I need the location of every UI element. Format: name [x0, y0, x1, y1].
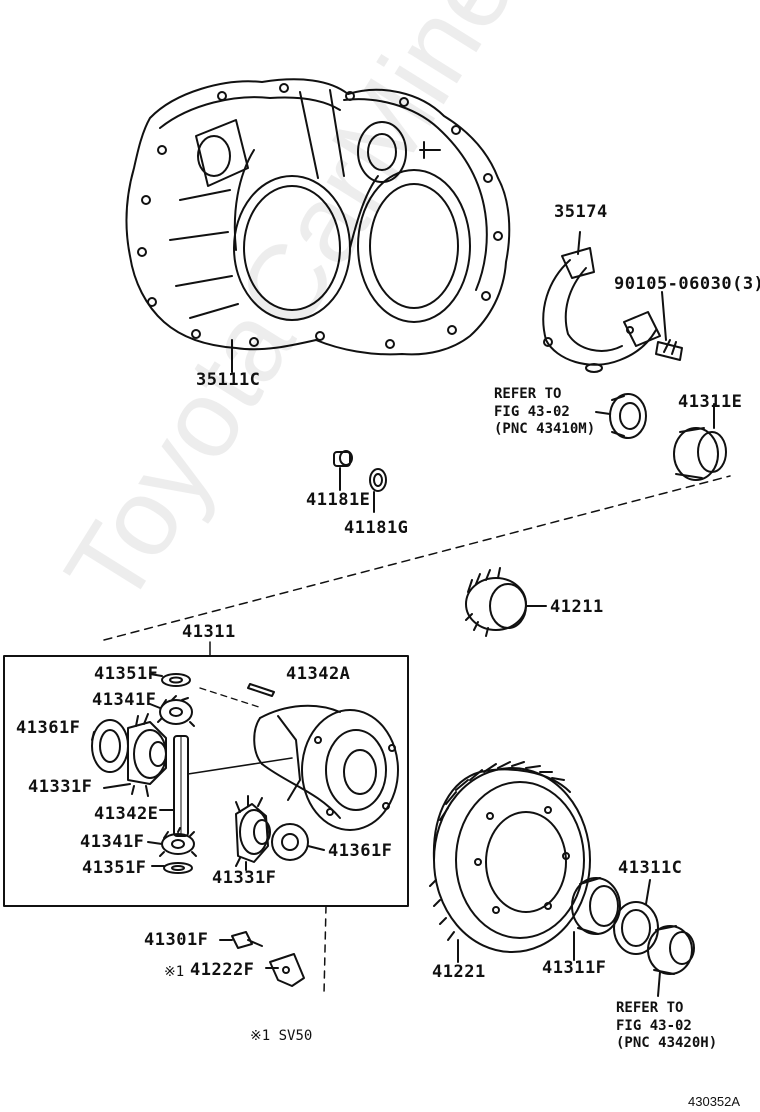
label-41342E[interactable]: 41342E [94, 804, 159, 824]
label-41351F-upper[interactable]: 41351F [94, 664, 159, 684]
footnote-mark: ※1 [164, 964, 185, 980]
label-35111C[interactable]: 35111C [196, 370, 261, 390]
washer-41361F-right-drawing [271, 823, 325, 861]
shim-41311C-drawing [613, 879, 659, 955]
label-90105-06030[interactable]: 90105-06030(3) [614, 274, 760, 294]
label-41311F[interactable]: 41311F [542, 958, 607, 978]
washer-41351F-upper-drawing [149, 673, 191, 687]
pinion-41341F-upper-drawing [149, 695, 195, 727]
label-41331F-right[interactable]: 41331F [212, 868, 277, 888]
side-gear-41331F-right-drawing [235, 795, 271, 871]
label-41181G[interactable]: 41181G [344, 518, 409, 538]
bolt-90105-drawing [655, 291, 683, 361]
footnote-sv50: ※1 SV50 [250, 1028, 313, 1044]
label-41341F-lower[interactable]: 41341F [80, 832, 145, 852]
bearing-41311E-drawing [673, 403, 727, 481]
label-35174[interactable]: 35174 [554, 202, 608, 222]
internal-dashed-line [199, 687, 263, 709]
bearing-41311F-drawing [571, 877, 621, 961]
shaft-41342E-drawing [159, 735, 189, 837]
refer-note-bottom: REFER TO FIG 43-02 (PNC 43420H) [616, 1000, 718, 1051]
transaxle-housing-drawing [125, 78, 511, 373]
label-41301F[interactable]: 41301F [144, 930, 209, 950]
side-gear-41331F-left-drawing [103, 713, 167, 797]
label-41351F-lower[interactable]: 41351F [82, 858, 147, 878]
label-41211[interactable]: 41211 [550, 597, 604, 617]
label-41342A[interactable]: 41342A [286, 664, 351, 684]
diff-case-group-box [3, 655, 409, 907]
axis-line-upper [103, 475, 731, 641]
washer-41351F-lower-drawing [151, 862, 193, 874]
label-41311E[interactable]: 41311E [678, 392, 743, 412]
diff-case-drawing [253, 704, 399, 831]
lock-plate-41222F-drawing [265, 953, 305, 987]
plate-35174-drawing [542, 231, 661, 373]
washer-41361F-left-drawing [91, 719, 129, 773]
internal-line [187, 757, 293, 775]
label-41221[interactable]: 41221 [432, 962, 486, 982]
label-41331F-left[interactable]: 41331F [28, 777, 93, 797]
plug-41181E-drawing [333, 450, 353, 491]
pin-41342A-drawing [247, 683, 275, 697]
ring-gear-41221-drawing [429, 761, 591, 963]
pinion-41341F-lower-drawing [147, 827, 197, 857]
gear-41211-drawing [465, 567, 547, 637]
washer-41181G-drawing [369, 468, 387, 513]
label-41311C[interactable]: 41311C [618, 858, 683, 878]
label-41361F-left[interactable]: 41361F [16, 718, 81, 738]
label-41311[interactable]: 41311 [182, 622, 236, 642]
label-41222F[interactable]: 41222F [190, 960, 255, 980]
refer-note-top: REFER TO FIG 43-02 (PNC 43410M) [494, 386, 596, 437]
bolt-41301F-drawing [219, 931, 263, 949]
label-41341F-upper[interactable]: 41341F [92, 690, 157, 710]
axis-line-lower [323, 905, 327, 995]
oil-seal-bottom-drawing [647, 925, 695, 997]
diagram-code: 430352A [688, 1094, 741, 1109]
oil-seal-top-drawing [595, 393, 647, 439]
label-41361F-right[interactable]: 41361F [328, 841, 393, 861]
label-41181E[interactable]: 41181E [306, 490, 371, 510]
